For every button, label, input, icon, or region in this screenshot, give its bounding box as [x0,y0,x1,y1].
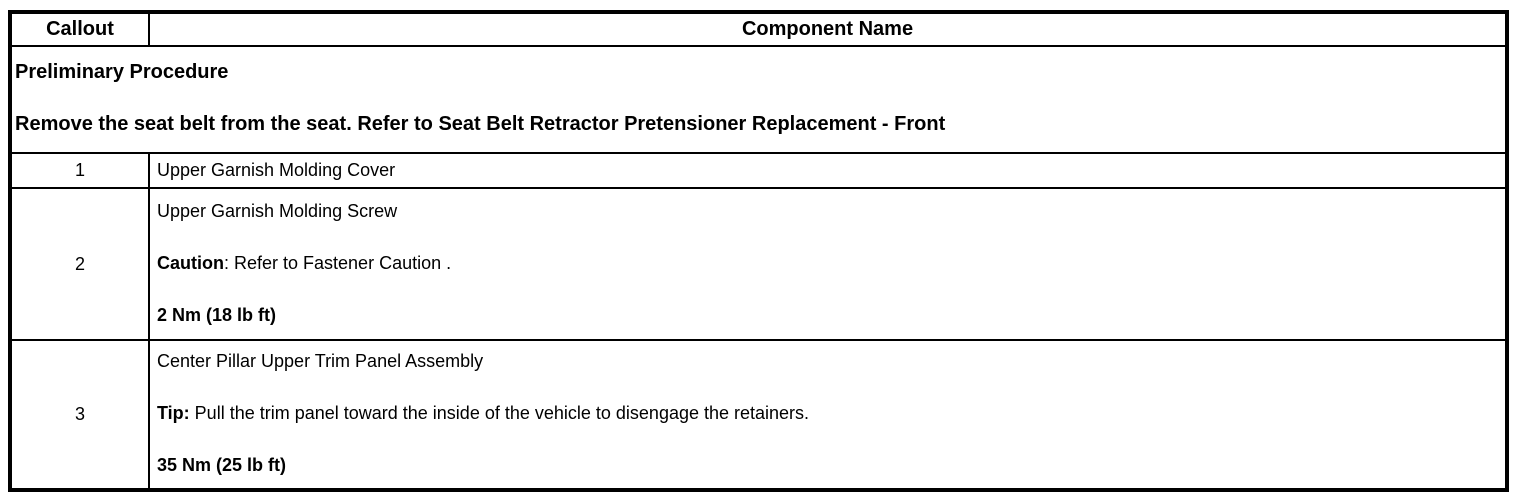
caution-text: : Refer to Fastener Caution . [224,252,452,273]
component-table-container: Callout Component Name Preliminary Proce… [8,10,1509,492]
header-component-name: Component Name [148,11,1508,47]
preliminary-procedure-cell: Preliminary Procedure Remove the seat be… [9,45,1508,154]
preliminary-procedure-instruction: Remove the seat belt from the seat. Refe… [15,113,946,135]
tip-note: Tip: Pull the trim panel toward the insi… [157,403,1497,424]
callout-number: 2 [9,187,150,341]
component-name: Upper Garnish Molding Cover [148,152,1508,189]
component-callout-table: Callout Component Name Preliminary Proce… [8,10,1509,492]
header-row: Callout Component Name [9,11,1508,47]
caution-note: Caution: Refer to Fastener Caution . [157,253,1497,274]
component-name: Upper Garnish Molding Screw [157,200,398,221]
table-row: 2 Upper Garnish Molding Screw Caution: R… [9,187,1508,341]
tip-label: Tip: [157,403,190,423]
component-detail-cell: Upper Garnish Molding Screw Caution: Ref… [148,187,1508,341]
preliminary-procedure-title: Preliminary Procedure [15,61,229,83]
preliminary-procedure-row: Preliminary Procedure Remove the seat be… [9,45,1508,154]
tip-text: Pull the trim panel toward the inside of… [189,403,810,423]
component-name: Center Pillar Upper Trim Panel Assembly [157,351,484,371]
callout-number: 1 [9,152,150,189]
torque-spec: 35 Nm (25 lb ft) [157,455,287,475]
caution-label: Caution [157,252,224,273]
table-row: 3 Center Pillar Upper Trim Panel Assembl… [9,339,1508,491]
component-detail-cell: Center Pillar Upper Trim Panel Assembly … [148,339,1508,491]
header-callout: Callout [9,11,150,47]
table-row: 1 Upper Garnish Molding Cover [9,152,1508,189]
torque-spec: 2 Nm (18 lb ft) [157,304,277,325]
callout-number: 3 [9,339,150,491]
